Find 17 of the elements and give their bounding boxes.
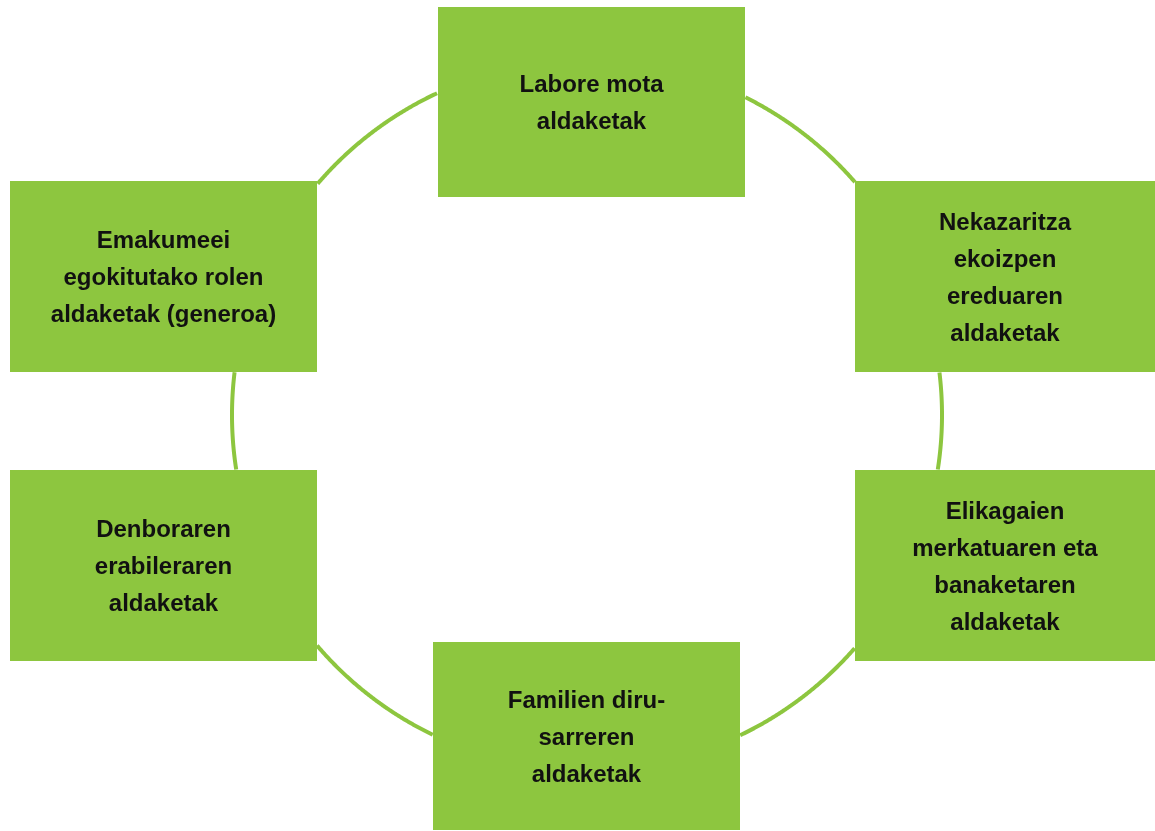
process-box [10, 470, 317, 661]
process-box [10, 181, 317, 372]
box-label: Emakumeei egokitutako rolen aldaketak (generoa) [49, 225, 278, 329]
connector-arc [230, 370, 239, 471]
box-label: Elikagaien merkatuaren eta banaketaren aldaketak [911, 495, 1099, 637]
connector-arc [316, 91, 438, 186]
box-label: Familien diru-sarreren aldaketak [506, 684, 667, 789]
connector-arc [739, 646, 857, 738]
connector-arc [744, 95, 857, 184]
process-box [855, 181, 1155, 372]
process-box [438, 7, 745, 197]
process-box [855, 470, 1155, 661]
box-label: Labore mota aldaketak [518, 69, 665, 136]
process-box [433, 642, 740, 830]
box-label: Denboraren erabileraren aldaketak [93, 514, 234, 618]
box-label: Nekazaritza ekoizpen ereduaren aldaketak [937, 206, 1073, 348]
connector-arc [935, 371, 944, 471]
